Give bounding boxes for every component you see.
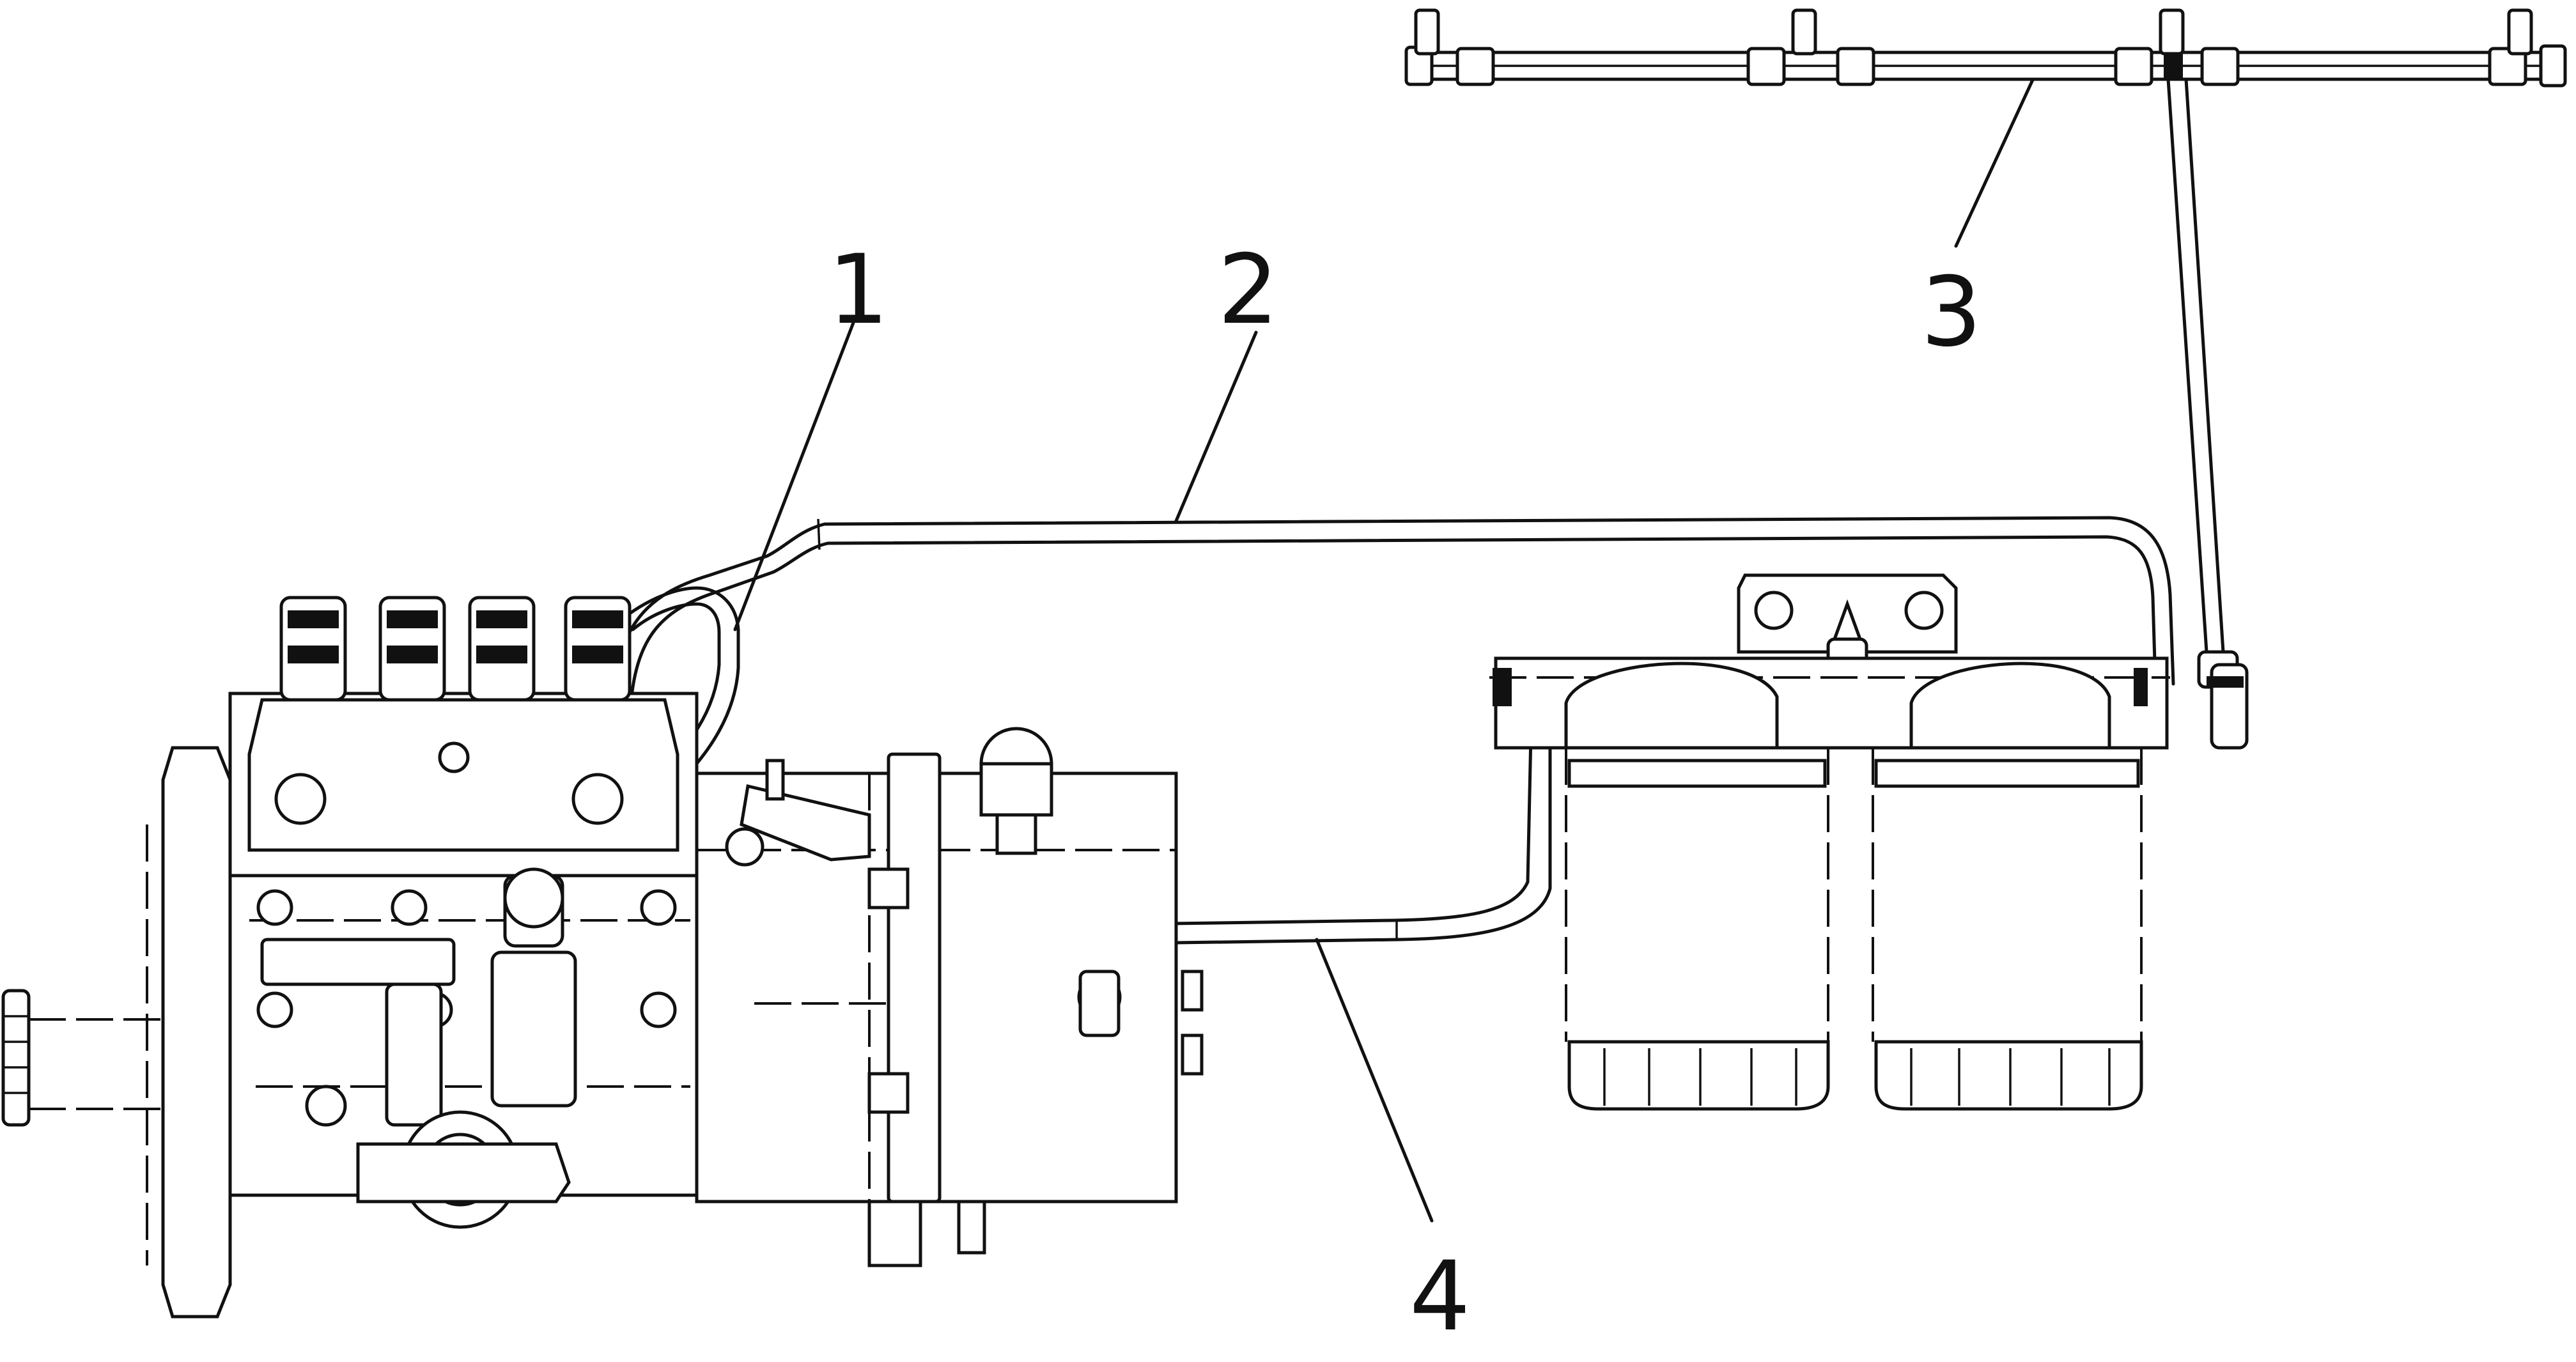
right-filter-flutes xyxy=(1910,1048,2111,1106)
callout-4: 4 xyxy=(1409,1241,1470,1352)
fuel-filter-assembly xyxy=(1489,573,2170,1111)
leader-4 xyxy=(1315,938,1434,1223)
callout-2: 2 xyxy=(1218,235,1278,346)
manifold-connectors xyxy=(1414,8,2533,86)
delivery-valves xyxy=(279,596,632,702)
callout-leaders xyxy=(733,78,2035,1223)
leader-2 xyxy=(1174,330,1258,523)
leader-1 xyxy=(733,321,855,631)
injection-pump xyxy=(1,596,1204,1319)
callout-1: 1 xyxy=(828,235,888,346)
drive-nut xyxy=(1,989,163,1127)
manifold-drop-pipe xyxy=(2166,77,2249,750)
left-filter-flutes xyxy=(1603,1048,1797,1106)
return-manifold xyxy=(1404,8,2567,88)
leader-3 xyxy=(1954,78,2035,248)
callout-3: 3 xyxy=(1921,257,1982,368)
callout-labels: 1 2 3 4 xyxy=(828,235,1982,1352)
